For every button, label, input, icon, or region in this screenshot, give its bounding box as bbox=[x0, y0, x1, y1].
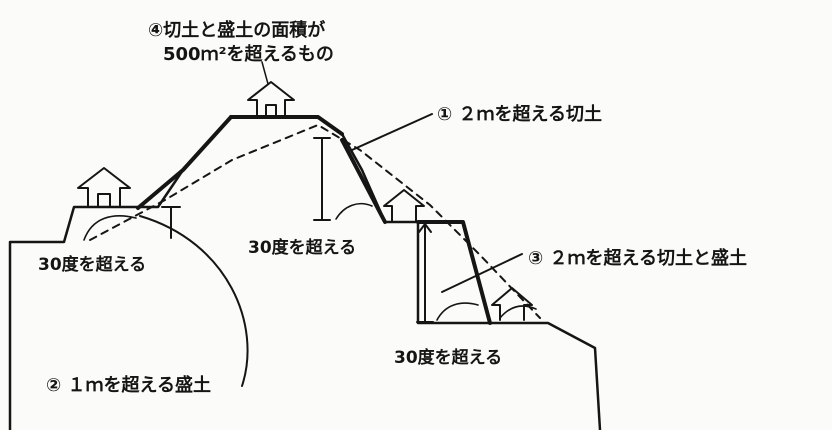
label-item4-line2: 500ｍ²を超えるもの bbox=[163, 44, 334, 65]
label-item4-line1: ④切土と盛土の面積が bbox=[148, 20, 326, 41]
label-angle-lower: 30度を超える bbox=[394, 348, 503, 368]
cut-height-marker bbox=[313, 137, 331, 221]
original-ground-line bbox=[89, 124, 541, 319]
fill-height-marker bbox=[161, 206, 181, 239]
label-item3: ③ ２ｍを超える切土と盛土 bbox=[528, 248, 747, 269]
angle-arc-middle bbox=[335, 202, 373, 220]
leader-item2 bbox=[139, 215, 249, 387]
house-lower-icon bbox=[491, 287, 533, 321]
house-middle-icon bbox=[383, 189, 425, 222]
left-fill-slope bbox=[136, 115, 233, 210]
leader-item1 bbox=[351, 113, 433, 151]
leader-item4 bbox=[261, 61, 269, 85]
lower-height-marker bbox=[416, 223, 434, 323]
label-angle-middle: 30度を超える bbox=[248, 238, 357, 258]
summit-surface bbox=[229, 115, 344, 136]
angle-arc-left bbox=[83, 215, 137, 241]
label-angle-left: 30度を超える bbox=[38, 255, 147, 275]
house-left-icon bbox=[77, 167, 131, 208]
lower-cut-slope bbox=[416, 220, 492, 325]
house-summit-icon bbox=[247, 81, 295, 117]
angle-arc-lower-2 bbox=[499, 305, 537, 319]
angle-arc-lower bbox=[436, 302, 479, 321]
middle-cut-slope bbox=[340, 138, 387, 224]
leader-item3 bbox=[441, 253, 523, 293]
label-item1: ① ２ｍを超える切土 bbox=[437, 104, 602, 125]
label-item2: ② １ｍを超える盛土 bbox=[46, 375, 211, 396]
